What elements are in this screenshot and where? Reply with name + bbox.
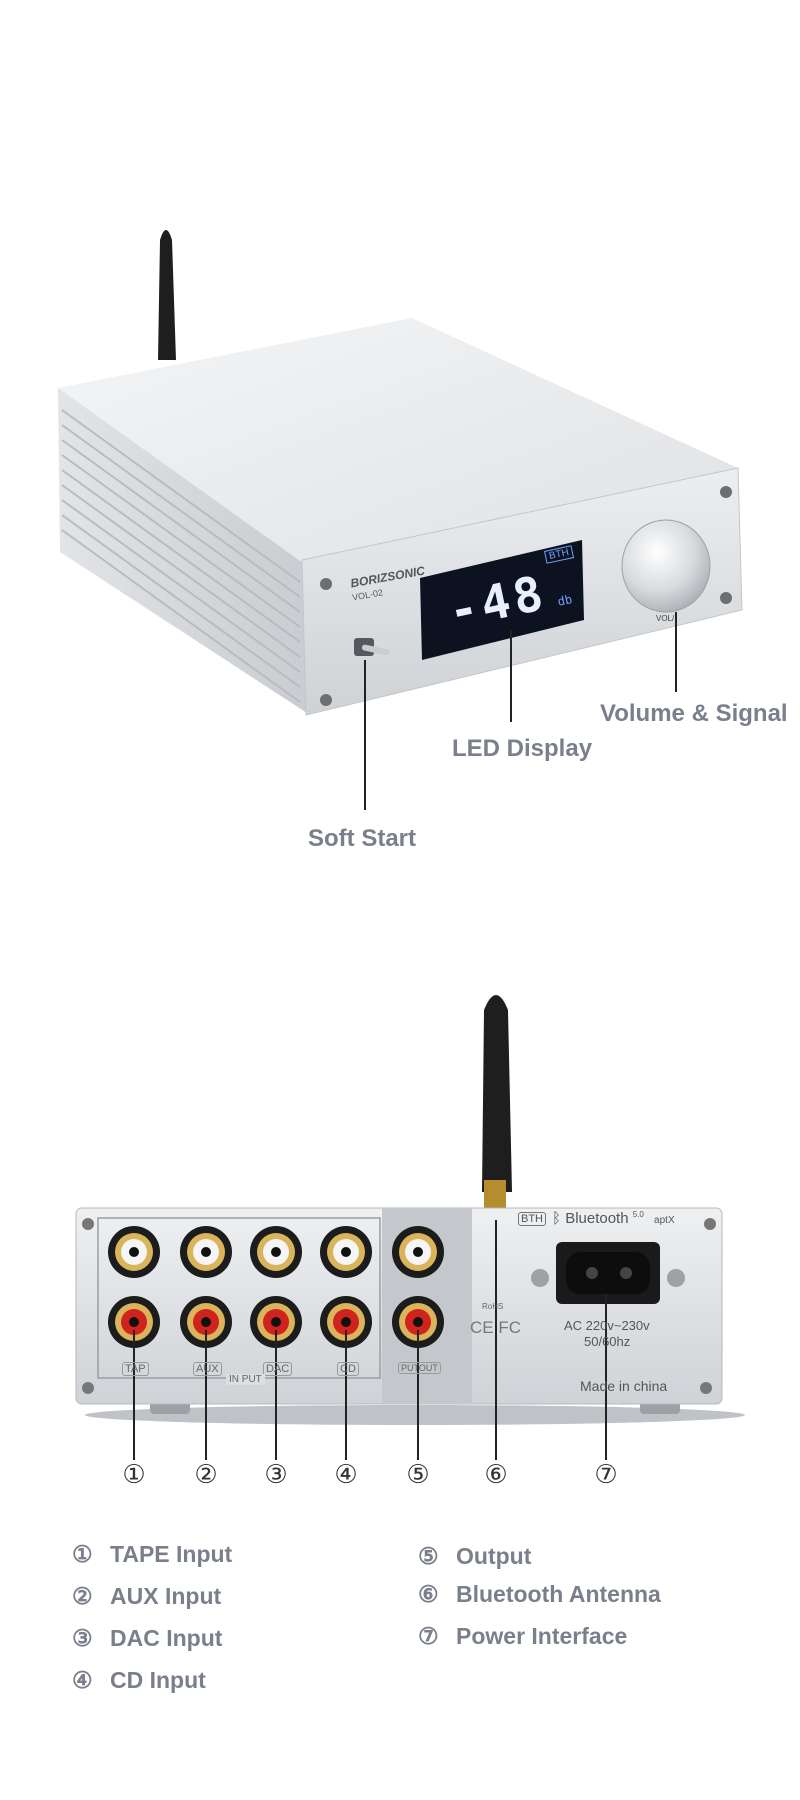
display-unit: db (556, 592, 574, 609)
led-display (420, 540, 584, 660)
ac-rating-line1: AC 220v~230v (564, 1318, 650, 1333)
input-label-cd: CD (337, 1362, 359, 1376)
port-number-3: ③ (264, 1460, 288, 1490)
port-legend: ① TAPE Input ② AUX Input ③ DAC Input ④ CD In… (0, 1525, 800, 1705)
legend-item-bluetooth-antenna: ⑥ Bluetooth Antenna (418, 1581, 661, 1608)
callout-volume-signal: Volume & Signal (600, 700, 788, 727)
input-label-dac: DAC (263, 1362, 293, 1376)
input-group-label: IN PUT (226, 1374, 265, 1385)
legend-label: Bluetooth Antenna (456, 1581, 661, 1607)
legend-num: ③ (72, 1625, 93, 1651)
port-number-5: ⑤ (406, 1460, 430, 1490)
made-in-label: Made in china (580, 1378, 668, 1394)
legend-num: ④ (72, 1667, 93, 1693)
legend-num: ⑤ (418, 1543, 439, 1569)
legend-item-cd: ④ CD Input (72, 1667, 206, 1694)
aptx-label: aptX (654, 1215, 675, 1226)
ac-rating-line2: 50/60hz (584, 1334, 631, 1349)
front-view: BORIZSONIC VOL-02 -48 db BTH VOL/ Volume… (0, 0, 800, 880)
legend-label: Power Interface (456, 1623, 628, 1649)
legend-item-aux: ② AUX Input (72, 1583, 221, 1610)
volume-knob (621, 519, 711, 613)
legend-item-power-interface: ⑦ Power Interface (418, 1623, 627, 1650)
port-number-1: ① (122, 1460, 146, 1490)
port-number-6: ⑥ (484, 1460, 508, 1490)
input-label-aux: AUX (193, 1362, 222, 1376)
port-number-7: ⑦ (594, 1460, 618, 1490)
legend-item-dac: ③ DAC Input (72, 1625, 222, 1652)
rear-view: TAP AUX DAC CD IN PUT PUTOUT BTH ᛒ Bluet… (0, 980, 800, 1520)
output-label: PUTOUT (398, 1362, 441, 1374)
legend-label: DAC Input (110, 1625, 223, 1651)
callout-soft-start: Soft Start (308, 825, 416, 852)
input-label-tap: TAP (122, 1362, 149, 1376)
rohs-label: RoHS (482, 1302, 504, 1311)
bluetooth-brand: ᛒ Bluetooth 5.0 aptX (552, 1210, 675, 1227)
legend-num: ⑦ (418, 1623, 439, 1649)
legend-num: ① (72, 1541, 93, 1567)
legend-item-tape: ① TAPE Input (72, 1541, 232, 1568)
legend-num: ② (72, 1583, 93, 1609)
callout-led-display: LED Display (452, 735, 593, 762)
port-number-4: ④ (334, 1460, 358, 1490)
legend-label: Output (456, 1543, 532, 1569)
legend-label: CD Input (110, 1667, 206, 1693)
front-amplifier-illustration (58, 230, 743, 810)
bluetooth-icon: ᛒ (552, 1210, 562, 1227)
knob-label: VOL/ (656, 614, 675, 623)
bluetooth-badge: BTH (518, 1212, 546, 1226)
antenna (158, 230, 176, 360)
legend-label: AUX Input (110, 1583, 222, 1609)
bluetooth-version: 5.0 (632, 1210, 644, 1219)
legend-item-output: ⑤ Output (418, 1543, 531, 1570)
port-number-2: ② (194, 1460, 218, 1490)
legend-label: TAPE Input (110, 1541, 233, 1567)
rear-amplifier-illustration (75, 995, 745, 1460)
legend-num: ⑥ (418, 1581, 439, 1607)
ce-fc-label: CE FC (470, 1318, 521, 1337)
bluetooth-text: Bluetooth (565, 1210, 629, 1227)
